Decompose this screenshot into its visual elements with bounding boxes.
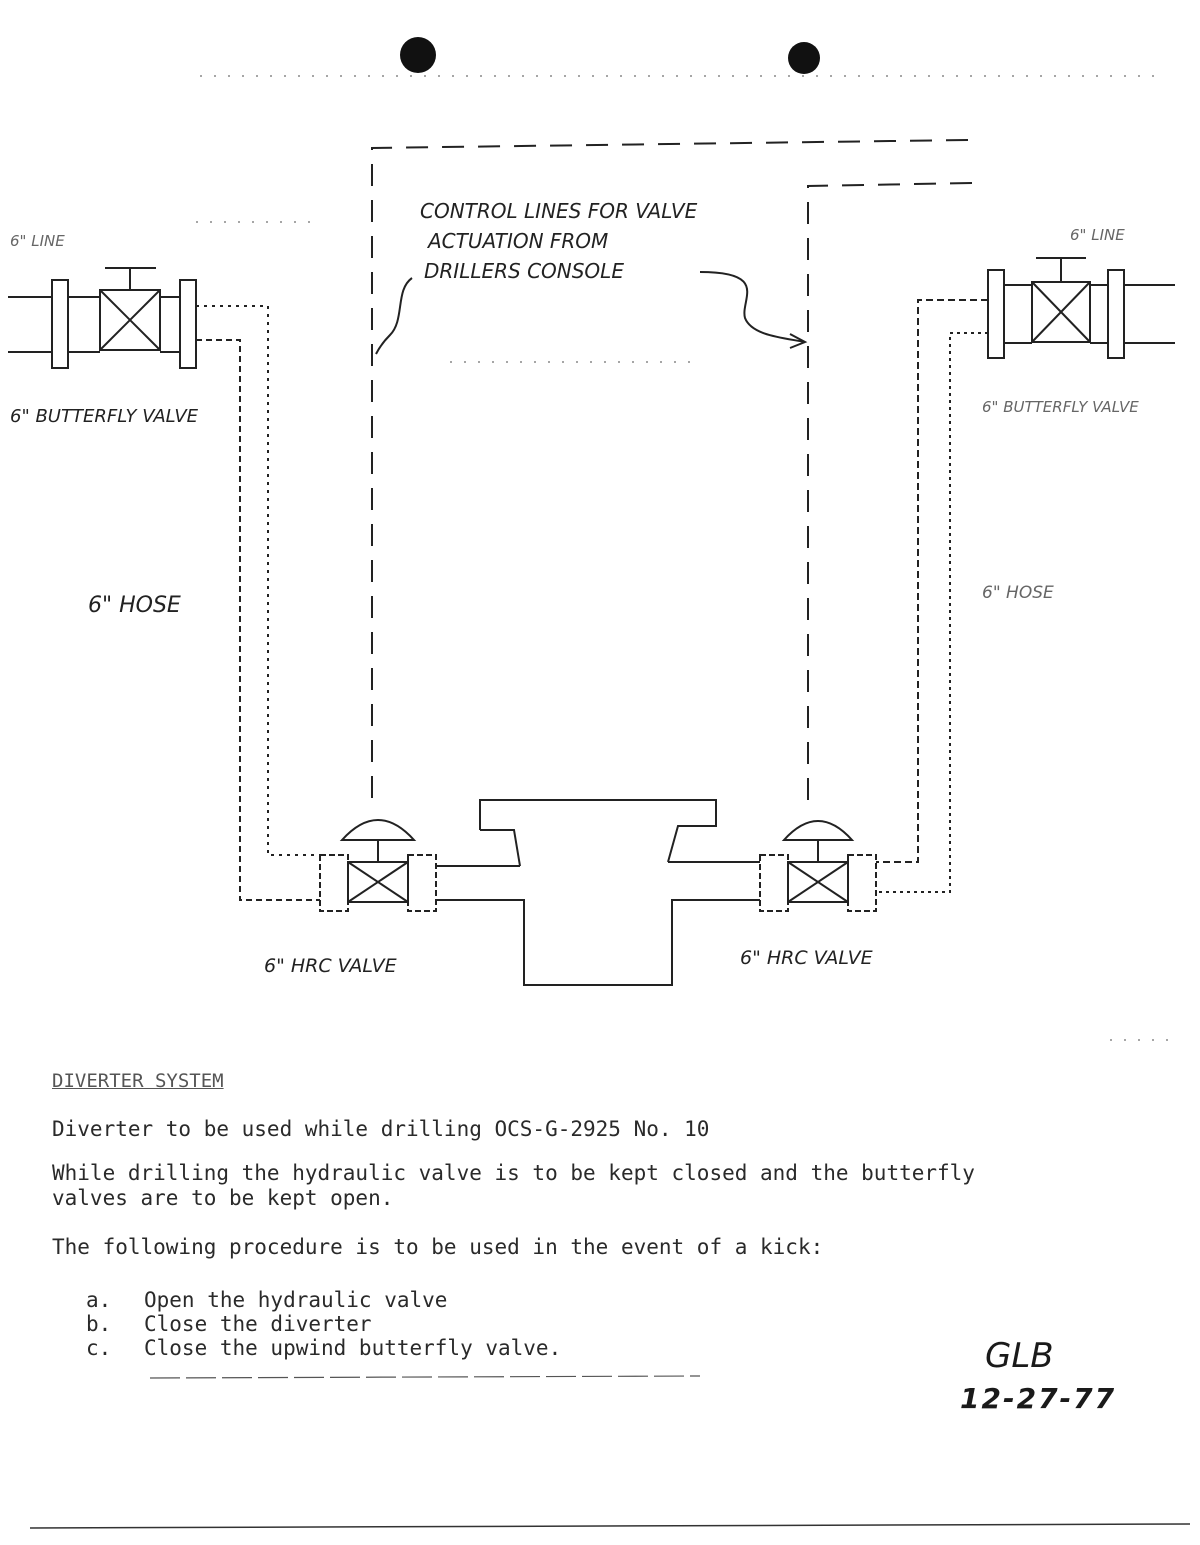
signature-initials: GLB <box>985 1336 1054 1376</box>
section-heading: DIVERTER SYSTEM <box>52 1070 224 1092</box>
right-hrc-valve <box>759 820 877 912</box>
left-hrc-valve <box>319 819 437 912</box>
paragraph-diverter-use: Diverter to be used while drilling OCS-G… <box>52 1117 710 1141</box>
step-text-a: Open the hydraulic valve <box>144 1288 448 1312</box>
label-left-hose: 6" HOSE <box>88 593 181 618</box>
label-left-hrc-valve: 6" HRC VALVE <box>264 955 397 977</box>
punch-hole-right <box>788 42 820 74</box>
label-left-butterfly-valve: 6" BUTTERFLY VALVE <box>10 406 199 427</box>
control-lines-arrow-right <box>699 271 806 343</box>
label-right-butterfly-valve: 6" BUTTERFLY VALVE <box>982 398 1139 416</box>
signature-date: 12-27-77 <box>960 1382 1117 1415</box>
steps-underline <box>149 1375 701 1379</box>
bottom-divider <box>29 1523 1191 1529</box>
label-left-line: 6" LINE <box>10 232 65 250</box>
punch-hole-left <box>400 37 436 73</box>
right-butterfly-valve <box>987 257 1175 359</box>
diverter-body <box>436 799 760 986</box>
right-hose <box>876 299 988 893</box>
label-right-line: 6" LINE <box>1070 226 1125 244</box>
left-butterfly-valve <box>8 267 197 369</box>
paragraph-drilling-line-2: valves are to be kept open. <box>52 1186 394 1210</box>
label-control-lines-1: CONTROL LINES FOR VALVE <box>420 199 698 223</box>
label-right-hose: 6" HOSE <box>982 583 1054 603</box>
left-hose <box>196 305 320 901</box>
step-marker-b: b. <box>86 1312 112 1336</box>
paragraph-procedure-intro: The following procedure is to be used in… <box>52 1235 824 1259</box>
step-text-b: Close the diverter <box>144 1312 372 1336</box>
control-lines <box>371 139 973 812</box>
label-control-lines-2: ACTUATION FROM <box>426 229 608 253</box>
label-right-hrc-valve: 6" HRC VALVE <box>740 947 873 969</box>
step-marker-c: c. <box>86 1336 112 1360</box>
label-control-lines-3: DRILLERS CONSOLE <box>424 259 624 283</box>
step-text-c: Close the upwind butterfly valve. <box>144 1336 562 1360</box>
paragraph-drilling-line-1: While drilling the hydraulic valve is to… <box>52 1161 975 1185</box>
control-lines-arrow-left <box>375 277 413 355</box>
step-marker-a: a. <box>86 1288 112 1312</box>
scan-artifacts <box>196 75 1180 1041</box>
